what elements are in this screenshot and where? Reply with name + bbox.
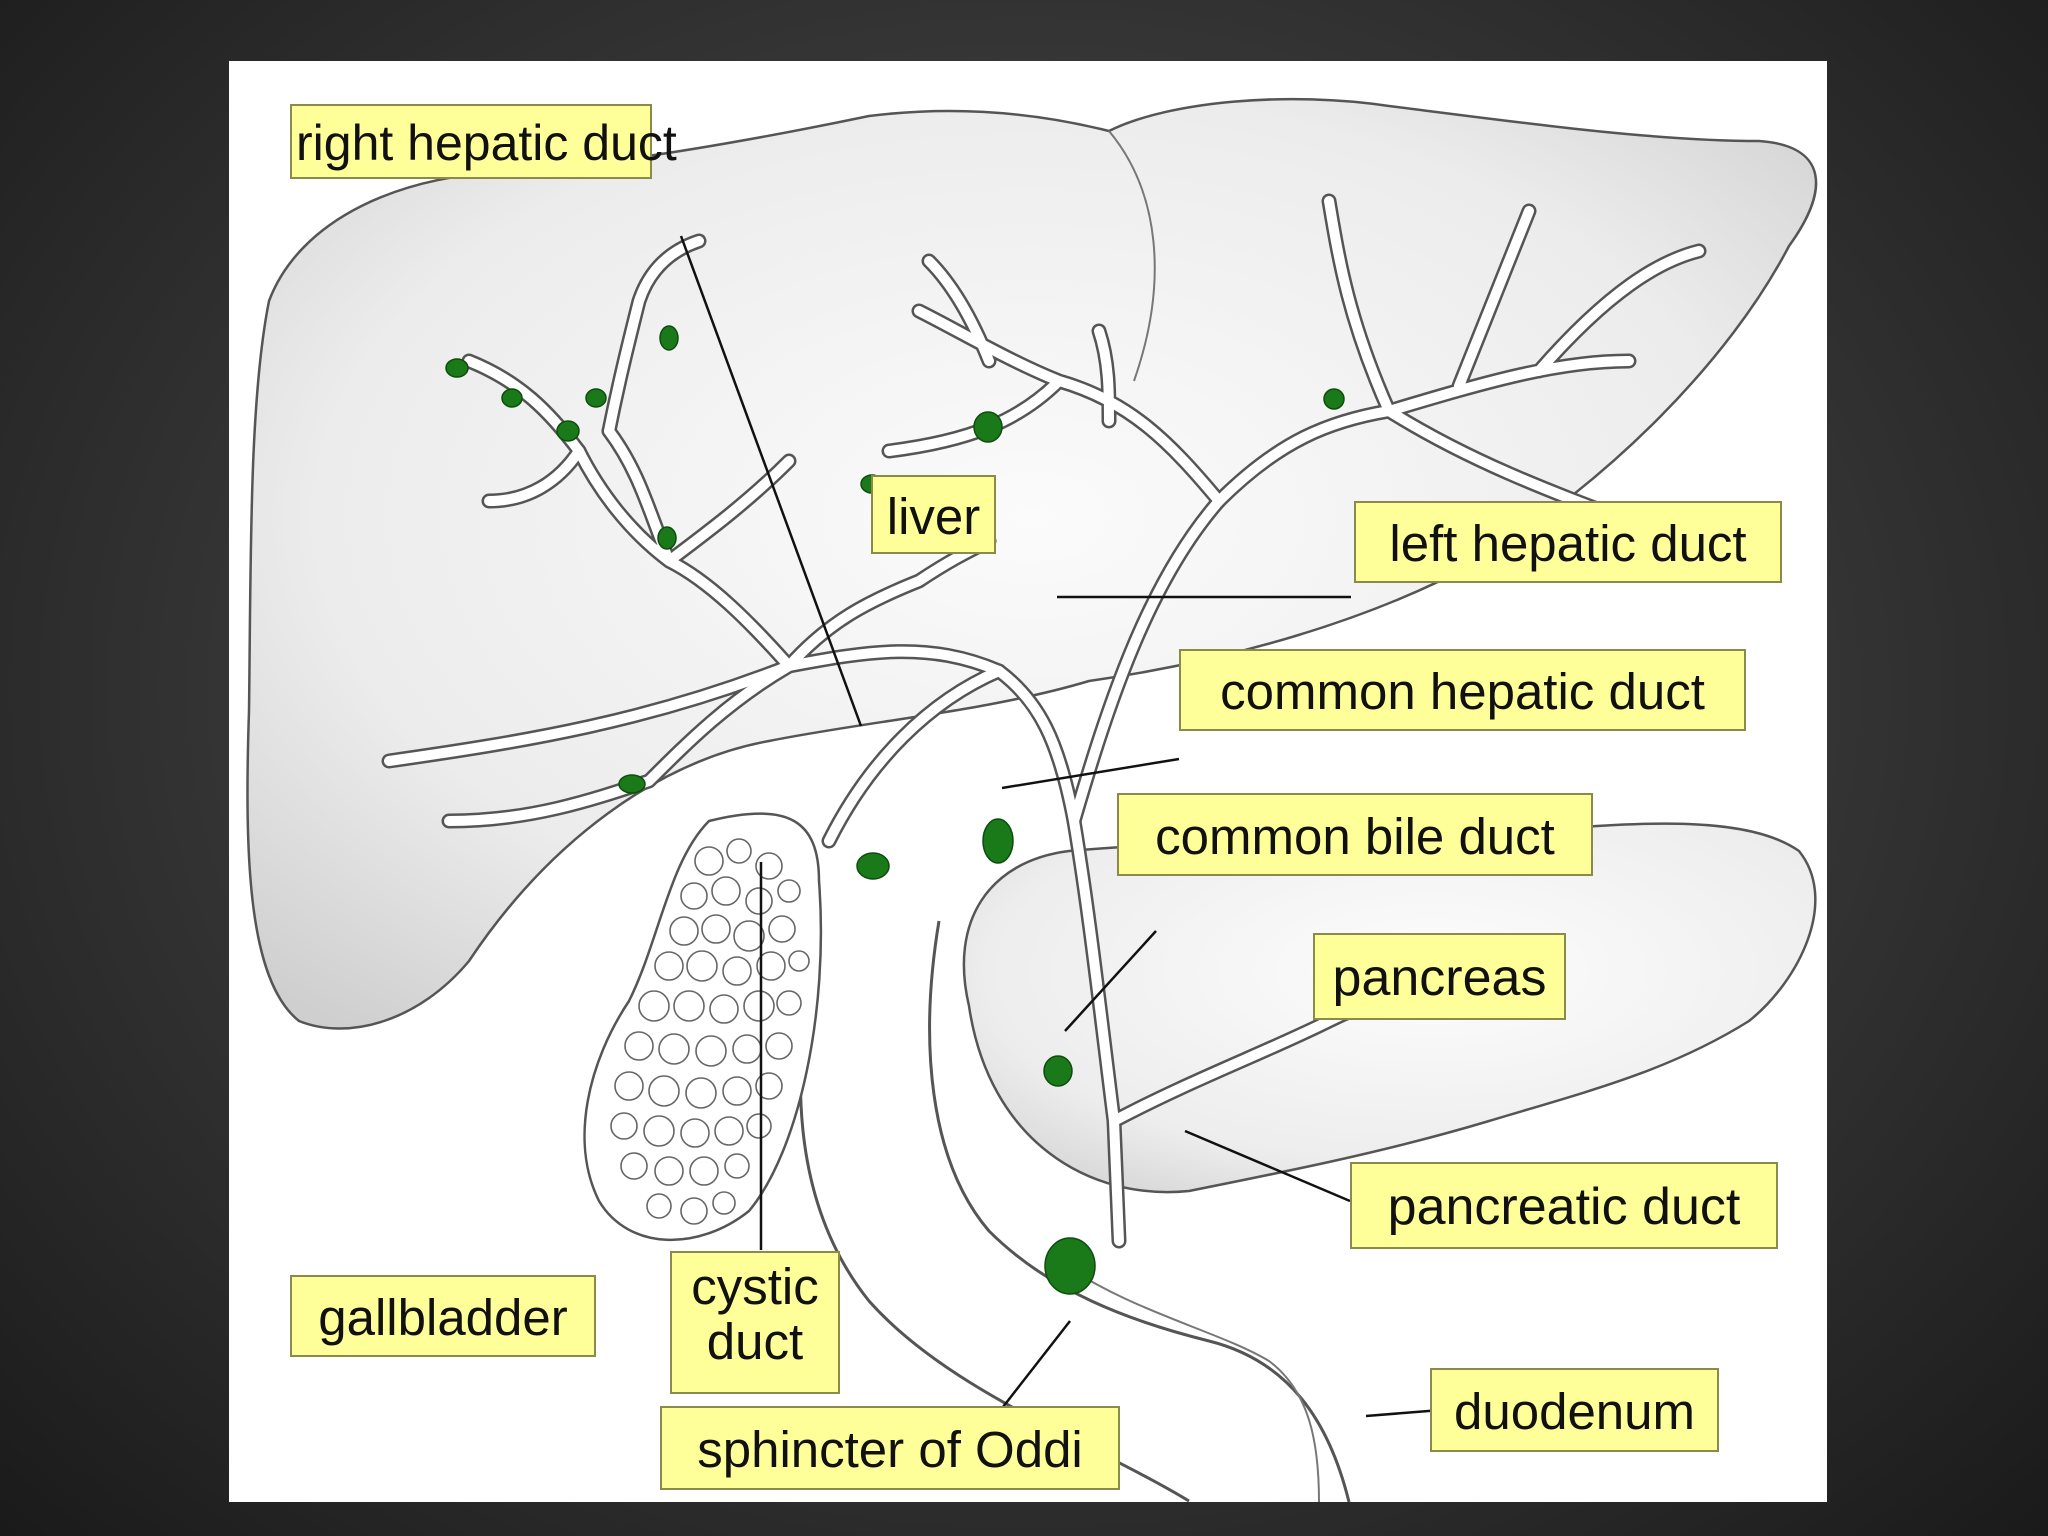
label-cystic-duct: cystic duct <box>670 1251 840 1394</box>
label-duodenum: duodenum <box>1430 1368 1719 1452</box>
diagram-panel: right hepatic duct liver left hepatic du… <box>229 61 1827 1502</box>
liver-outline <box>246 97 1818 1030</box>
label-liver: liver <box>871 475 996 554</box>
label-right-hepatic-duct: right hepatic duct <box>290 104 677 179</box>
label-common-hepatic-duct: common hepatic duct <box>1179 649 1746 731</box>
gallbladder-outline <box>583 812 823 1241</box>
label-cystic-duct-line1: cystic <box>691 1258 819 1315</box>
label-sphincter-of-oddi: sphincter of Oddi <box>660 1406 1120 1490</box>
liver-lobe-fissure <box>1108 130 1156 382</box>
label-pancreas: pancreas <box>1313 933 1566 1020</box>
label-left-hepatic-duct: left hepatic duct <box>1354 501 1782 583</box>
label-cystic-duct-line2: duct <box>706 1313 804 1371</box>
label-gallbladder: gallbladder <box>290 1275 596 1357</box>
label-pancreatic-duct: pancreatic duct <box>1350 1162 1778 1249</box>
gallstones-pattern <box>610 838 810 1225</box>
duodenum-lower-wall <box>1058 1260 1320 1502</box>
label-common-bile-duct: common bile duct <box>1117 793 1593 876</box>
